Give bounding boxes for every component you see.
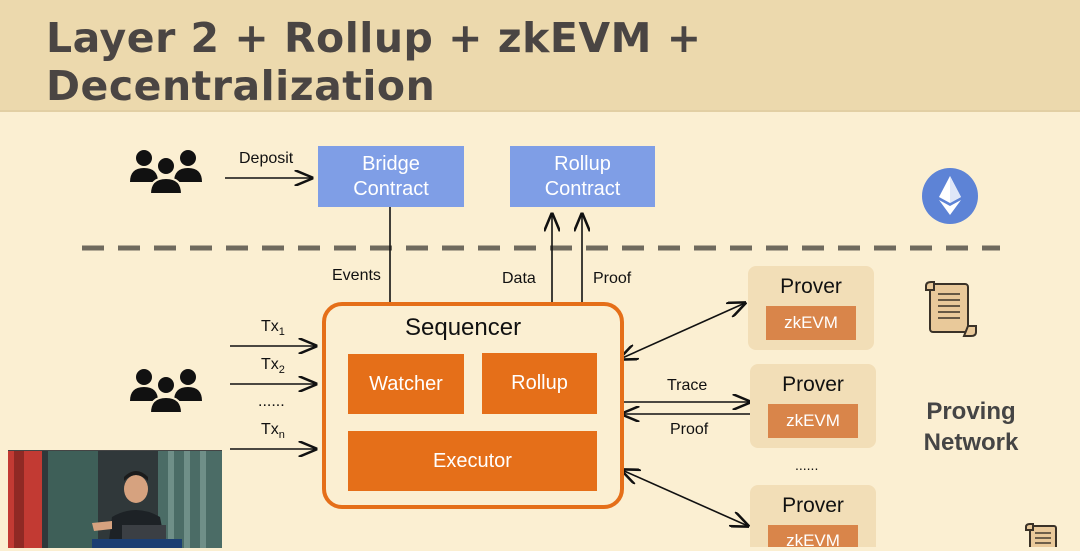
proving-network-label: Proving Network <box>923 398 1019 456</box>
events-label: Events <box>332 267 381 284</box>
zkevm-box: zkEVM <box>768 404 858 438</box>
prover-card: Prover zkEVM <box>750 485 876 550</box>
scroll-icon <box>925 281 977 337</box>
users-icon <box>130 150 202 195</box>
zkevm-box: zkEVM <box>768 525 858 550</box>
watcher-label: Watcher <box>369 372 443 395</box>
prover-ellipsis: ...... <box>795 457 819 473</box>
ethereum-icon <box>922 168 978 224</box>
prover-card: Prover zkEVM <box>748 266 874 350</box>
bridge-contract-label: Bridge Contract <box>353 152 429 200</box>
prover-title: Prover <box>782 373 844 396</box>
scroll-icon <box>1025 523 1057 547</box>
prover-title: Prover <box>782 494 844 517</box>
prover-title: Prover <box>780 275 842 298</box>
trace-label: Trace <box>667 377 708 394</box>
executor-label: Executor <box>433 449 512 472</box>
proof-return-label: Proof <box>670 421 709 438</box>
title-bar: Layer 2 + Rollup + zkEVM + Decentralizat… <box>0 0 1080 112</box>
rollup-contract-label: Rollup Contract <box>544 152 621 200</box>
txn-label: Txn <box>261 421 285 442</box>
sequencer-title: Sequencer <box>405 314 522 341</box>
watcher-box: Watcher <box>348 354 464 414</box>
speaker-image <box>8 451 222 548</box>
users-icon <box>130 369 202 414</box>
zkevm-box: zkEVM <box>766 306 856 340</box>
prover1-link <box>620 303 745 359</box>
slide-title: Layer 2 + Rollup + zkEVM + Decentralizat… <box>46 14 702 110</box>
tx2-label: Tx2 <box>261 356 285 377</box>
executor-box: Executor <box>348 431 597 491</box>
rollup-label: Rollup <box>511 372 568 394</box>
deposit-label: Deposit <box>239 150 294 167</box>
data-label: Data <box>502 270 536 287</box>
tx1-label: Tx1 <box>261 318 285 339</box>
rollup-box: Rollup <box>482 353 597 414</box>
bridge-contract: Bridge Contract <box>318 146 464 207</box>
rollup-contract: Rollup Contract <box>510 146 655 207</box>
prover3-link <box>622 470 748 526</box>
proof-label: Proof <box>593 270 632 287</box>
tx-ellipsis: ...... <box>258 393 285 410</box>
speaker-video <box>8 450 222 548</box>
prover-card: Prover zkEVM <box>750 364 876 448</box>
